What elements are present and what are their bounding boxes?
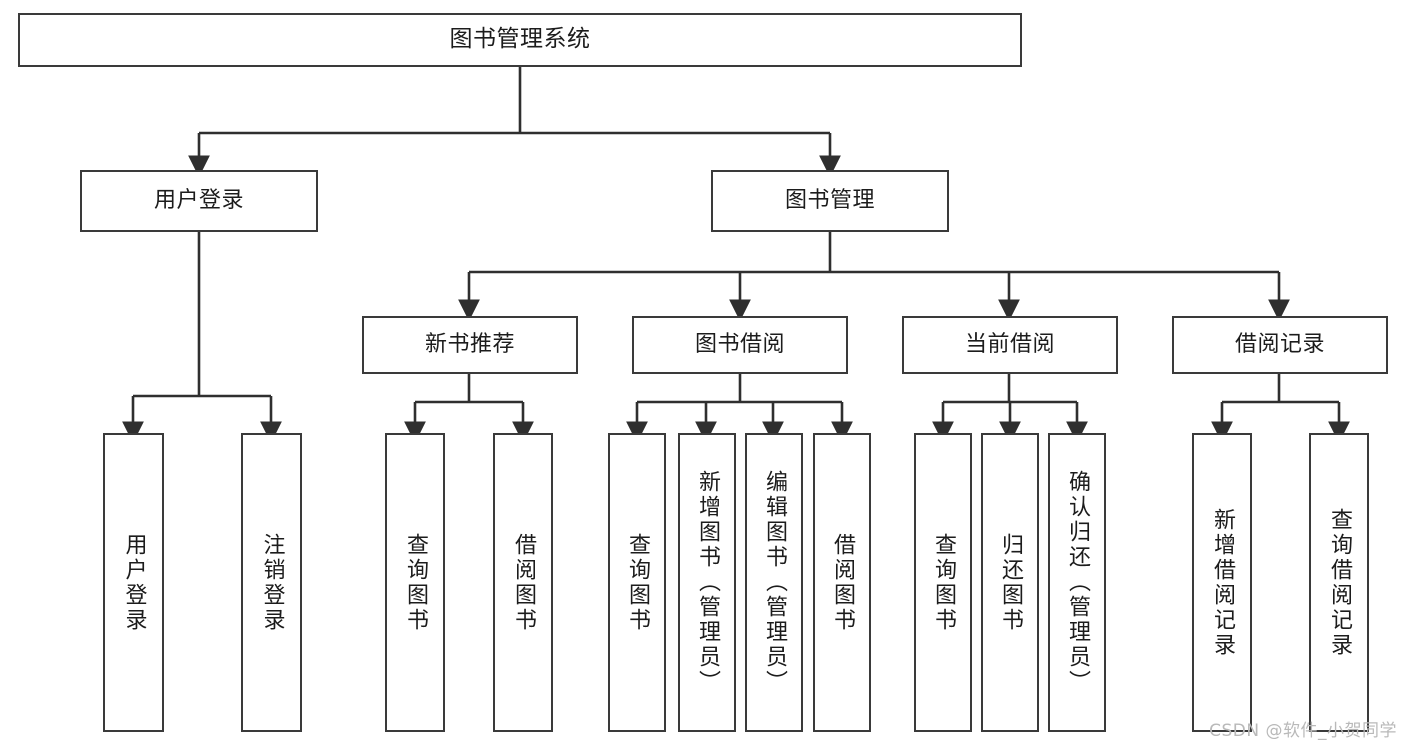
node-label: 图书借阅: [694, 332, 785, 358]
leaf-edit-book-admin[interactable]: 编辑图书（管理员）: [745, 433, 803, 732]
node-label: 注销登录: [259, 532, 285, 633]
node-label: 归还图书: [998, 532, 1023, 633]
leaf-borrow-books-newbook[interactable]: 借阅图书: [493, 433, 553, 732]
node-label: 查询图书: [403, 532, 428, 633]
node-book-management-system[interactable]: 图书管理系统: [18, 13, 1022, 67]
node-label: 确认归还（管理员）: [1065, 470, 1090, 695]
leaf-query-books-current[interactable]: 查询图书: [914, 433, 972, 732]
node-book-borrowing[interactable]: 图书借阅: [632, 316, 848, 374]
leaf-return-books[interactable]: 归还图书: [981, 433, 1039, 732]
node-label: 用户登录: [121, 532, 147, 633]
leaf-borrow-books-borrow[interactable]: 借阅图书: [813, 433, 871, 732]
node-label: 新增借阅记录: [1210, 507, 1235, 658]
node-label: 编辑图书（管理员）: [762, 470, 787, 695]
node-label: 查询图书: [931, 532, 956, 633]
node-label: 图书管理: [784, 188, 875, 214]
node-label: 借阅图书: [511, 532, 536, 633]
leaf-query-books-newbook[interactable]: 查询图书: [385, 433, 445, 732]
node-label: 新增图书（管理员）: [695, 470, 720, 695]
node-new-book-recommendation[interactable]: 新书推荐: [362, 316, 578, 374]
node-label: 图书管理系统: [449, 26, 591, 53]
node-borrowing-record[interactable]: 借阅记录: [1172, 316, 1388, 374]
node-user-login[interactable]: 用户登录: [80, 170, 318, 232]
leaf-add-book-admin[interactable]: 新增图书（管理员）: [678, 433, 736, 732]
node-label: 用户登录: [153, 188, 244, 214]
leaf-user-login[interactable]: 用户登录: [103, 433, 164, 732]
leaf-query-books-borrow[interactable]: 查询图书: [608, 433, 666, 732]
node-label: 借阅记录: [1234, 332, 1325, 358]
node-label: 查询图书: [625, 532, 650, 633]
node-current-borrowing[interactable]: 当前借阅: [902, 316, 1118, 374]
node-label: 当前借阅: [964, 332, 1055, 358]
leaf-logout[interactable]: 注销登录: [241, 433, 302, 732]
leaf-confirm-return-admin[interactable]: 确认归还（管理员）: [1048, 433, 1106, 732]
node-label: 借阅图书: [830, 532, 855, 633]
node-book-management[interactable]: 图书管理: [711, 170, 949, 232]
node-label: 新书推荐: [424, 332, 515, 358]
csdn-watermark: CSDN @软件_小贺同学: [1209, 721, 1397, 741]
leaf-add-borrow-record[interactable]: 新增借阅记录: [1192, 433, 1252, 732]
node-label: 查询借阅记录: [1327, 507, 1352, 658]
leaf-query-borrow-record[interactable]: 查询借阅记录: [1309, 433, 1369, 732]
